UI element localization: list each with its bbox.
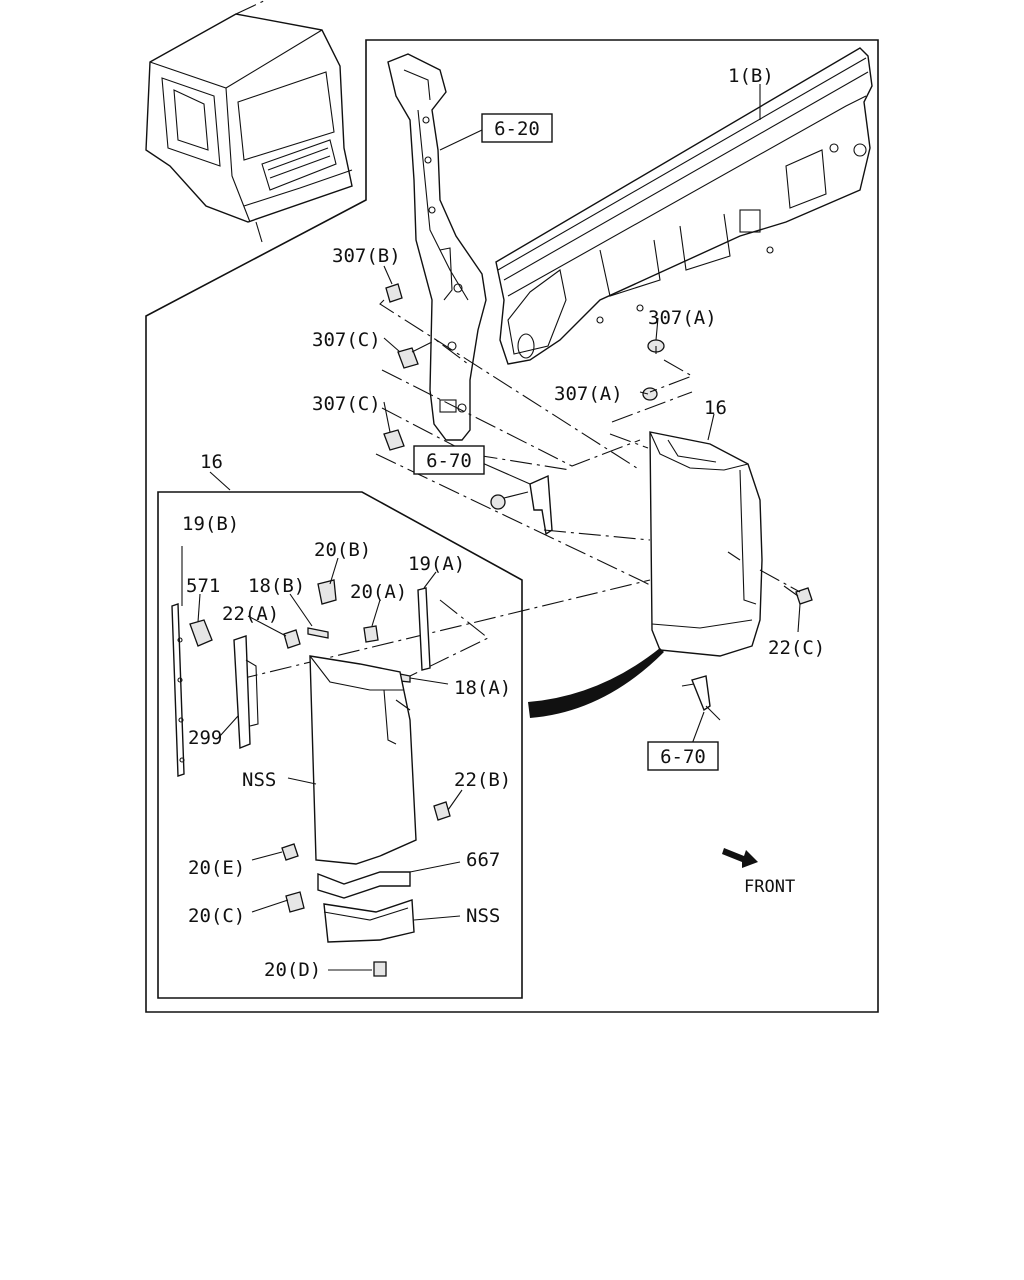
svg-text:6-70: 6-70 bbox=[660, 746, 706, 768]
curve-arrow bbox=[528, 648, 664, 718]
corner-panel-right bbox=[649, 431, 763, 657]
label-667: 667 bbox=[466, 849, 500, 871]
inset-frame bbox=[157, 491, 523, 999]
label-nss-upper: NSS bbox=[242, 769, 276, 791]
label-16-inset: 16 bbox=[200, 451, 223, 473]
svg-text:6-20: 6-20 bbox=[494, 118, 540, 140]
label-307c-lower: 307(C) bbox=[312, 393, 381, 415]
clip-307b bbox=[385, 283, 403, 303]
strip-19a bbox=[417, 587, 431, 671]
bracket-299 bbox=[233, 635, 259, 750]
pillar-panel bbox=[387, 53, 487, 441]
label-22b: 22(B) bbox=[454, 769, 511, 791]
label-20e: 20(E) bbox=[188, 857, 245, 879]
bracket-lower bbox=[681, 675, 711, 712]
clip-307c-lower bbox=[383, 429, 405, 451]
svg-text:6-70: 6-70 bbox=[426, 450, 472, 472]
label-16-right: 16 bbox=[704, 397, 727, 419]
label-20d: 20(D) bbox=[264, 959, 321, 981]
label-571: 571 bbox=[186, 575, 220, 597]
cowl-panel bbox=[495, 47, 873, 365]
clip-20e bbox=[281, 843, 299, 861]
clip-307a-upper bbox=[647, 339, 665, 354]
front-indicator: FRONT bbox=[722, 848, 795, 897]
ref-box-6-20: 6-20 bbox=[481, 113, 553, 143]
front-arrow-icon bbox=[722, 848, 758, 868]
label-nss-lower: NSS bbox=[466, 905, 500, 927]
label-20a: 20(A) bbox=[350, 581, 407, 603]
corner-panel-nss bbox=[309, 655, 417, 865]
bolt-22c bbox=[783, 585, 813, 605]
clip-307c-upper bbox=[397, 347, 419, 369]
label-20c: 20(C) bbox=[188, 905, 245, 927]
label-19b: 19(B) bbox=[182, 513, 239, 535]
outer-frame bbox=[145, 39, 879, 1013]
bracket-667 bbox=[317, 871, 411, 899]
label-307a-lower: 307(A) bbox=[554, 383, 623, 405]
label-307b: 307(B) bbox=[332, 245, 401, 267]
label-299: 299 bbox=[188, 727, 222, 749]
label-307c-upper: 307(C) bbox=[312, 329, 381, 351]
label-22a: 22(A) bbox=[222, 603, 279, 625]
label-18b: 18(B) bbox=[248, 575, 305, 597]
front-label: FRONT bbox=[744, 877, 795, 897]
clip-20a bbox=[363, 625, 379, 643]
clip-20c bbox=[285, 891, 305, 913]
label-1b: 1(B) bbox=[728, 65, 774, 87]
bolt-22b bbox=[433, 801, 451, 821]
label-307a-upper: 307(A) bbox=[648, 307, 717, 329]
label-22c: 22(C) bbox=[768, 637, 825, 659]
label-18a: 18(A) bbox=[454, 677, 511, 699]
truck-cab-thumbnail bbox=[145, 0, 353, 243]
lamp-571 bbox=[189, 619, 213, 647]
clip-20d bbox=[373, 961, 387, 977]
label-20b: 20(B) bbox=[314, 539, 371, 561]
ref-box-6-70-upper: 6-70 bbox=[413, 445, 485, 475]
strip-19b bbox=[171, 546, 185, 777]
seal-18b bbox=[307, 627, 329, 639]
bolt-22a bbox=[283, 629, 301, 649]
ref-box-6-70-lower: 6-70 bbox=[647, 741, 719, 771]
label-leaders bbox=[197, 84, 801, 971]
label-19a: 19(A) bbox=[408, 553, 465, 575]
lower-panel-nss bbox=[323, 899, 415, 943]
bracket-upper bbox=[490, 474, 553, 536]
clip-20b bbox=[317, 579, 337, 605]
